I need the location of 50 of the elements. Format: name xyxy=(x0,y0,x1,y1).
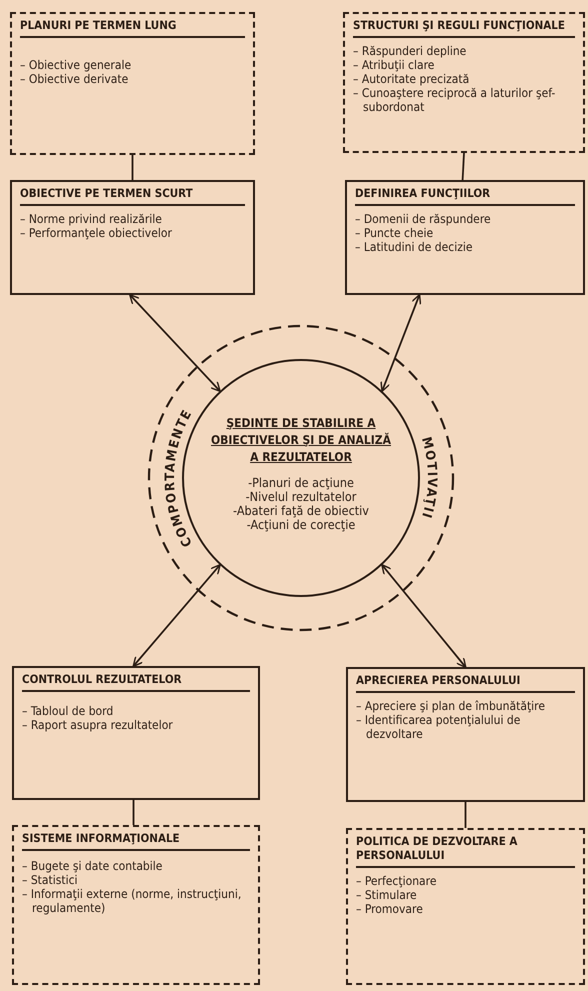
box-heading: STRUCTURI ŞI REGULI FUNCŢIONALE xyxy=(353,18,575,38)
list-item: – Stimulare xyxy=(356,888,418,902)
list-item: – Performanţele obiectivelor xyxy=(20,226,173,240)
box-heading: APRECIEREA PERSONALULUI xyxy=(356,673,575,693)
process-box xyxy=(346,667,585,802)
list-item: -Planuri de acţiune xyxy=(248,476,354,490)
arrow xyxy=(381,564,466,668)
box-heading: PLANURI PE TERMEN LUNG xyxy=(20,18,245,38)
list-item: – Domenii de răspundere xyxy=(355,212,492,226)
arrow xyxy=(380,294,422,392)
list-item: – Apreciere şi plan de îmbunătăţire xyxy=(356,699,546,713)
connector-line xyxy=(132,800,134,825)
list-item: – Statistici xyxy=(22,873,79,887)
list-item: – Promovare xyxy=(356,902,424,916)
dashed-box xyxy=(10,12,255,155)
list-item: – Perfecţionare xyxy=(356,874,438,888)
process-box xyxy=(10,180,255,295)
box-heading: POLITICA DE DEZVOLTARE A PERSONALULUI xyxy=(356,834,575,868)
arrow xyxy=(132,564,221,668)
list-item: – Norme privind realizările xyxy=(20,212,163,226)
connector-line xyxy=(132,155,134,180)
box-heading: DEFINIREA FUNCŢIILOR xyxy=(355,186,575,206)
list-item: – Obiective derivate xyxy=(20,72,130,86)
list-item: – Puncte cheie xyxy=(355,226,434,240)
dashed-box xyxy=(343,12,585,153)
connector-line xyxy=(464,802,466,828)
list-item: – Autoritate precizată xyxy=(353,72,470,86)
arrow xyxy=(129,294,221,392)
list-item: – Identificarea potenţialului de dezvoltare xyxy=(356,713,522,741)
connector-line xyxy=(462,152,465,180)
box-heading: SISTEME INFORMAŢIONALE xyxy=(22,831,250,851)
box-heading: CONTROLUL REZULTATELOR xyxy=(22,672,250,692)
list-item: – Răspunderi depline xyxy=(353,44,468,58)
process-box xyxy=(345,180,585,295)
list-item: – Latitudini de decizie xyxy=(355,240,474,254)
process-box xyxy=(12,666,260,800)
list-item: -Acţiuni de corecţie xyxy=(246,518,356,532)
list-item: -Abateri faţă de obiectiv xyxy=(233,504,369,518)
list-item: – Atribuţii clare xyxy=(353,58,436,72)
dashed-box xyxy=(346,828,585,985)
list-item: -Nivelul rezultatelor xyxy=(246,490,356,504)
list-item: – Bugete şi date contabile xyxy=(22,859,164,873)
box-heading: ŞEDINTE DE STABILIRE A OBIECTIVELOR ŞI DE ANALIZĂ A REZULTATELOR xyxy=(211,414,391,466)
list-item: – Raport asupra rezultatelor xyxy=(22,718,174,732)
list-item: – Informaţii externe (norme, instrucţiuni, regulamente) xyxy=(22,887,242,915)
box-heading: OBIECTIVE PE TERMEN SCURT xyxy=(20,186,245,206)
dashed-box xyxy=(12,825,260,985)
list-item: – Tabloul de bord xyxy=(22,704,114,718)
list-item: – Obiective generale xyxy=(20,58,132,72)
list-item: – Cunoaştere reciprocă a laturilor şef-subordonat xyxy=(353,86,556,114)
